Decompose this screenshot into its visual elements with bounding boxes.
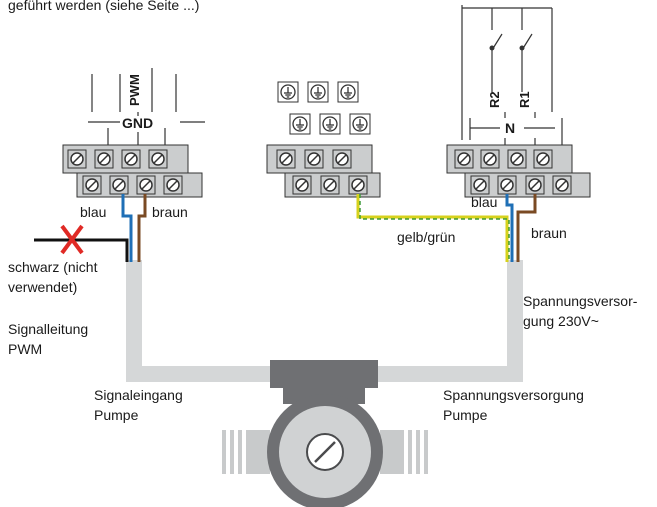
right-blue-wire-label: blau [471,194,498,210]
black-wire-label-2: verwendet) [8,279,78,295]
left-wires [34,194,147,262]
unused-wire-cross [60,224,84,255]
pump-input-label-2: Pumpe [94,407,139,423]
pwm-label: PWM [127,74,142,106]
supply-cable [376,260,523,382]
header-text: geführt werden (siehe Seite ...) [8,0,200,13]
pump-input-label: Signaleingang [94,387,183,403]
left-blue-wire-label: blau [80,204,107,220]
signal-cable [126,260,272,382]
signal-line-label: Signalleitung [8,321,89,337]
black-wire-label: schwarz (nicht [8,259,98,275]
right-wires [505,194,537,262]
r2-label: R2 [487,91,502,108]
supply-label: Spannungsversor- [523,293,638,309]
earth-wire [356,194,510,262]
earth-terminal-block [266,81,381,198]
right-terminal-block [446,5,591,198]
pump-supply-label-2: Pumpe [443,407,488,423]
n-label: N [505,120,516,136]
supply-label-2: gung 230V~ [523,313,599,329]
pump-supply-label: Spannungsversorgung [443,387,584,403]
left-brown-wire-label: braun [152,204,188,220]
signal-line-label-2: PWM [8,341,43,357]
r1-label: R1 [517,91,532,108]
left-terminal-block [62,68,205,198]
gnd-label: GND [122,115,154,131]
pump [222,360,428,507]
earth-wire-label: gelb/grün [397,229,456,245]
right-brown-wire-label: braun [531,225,567,241]
